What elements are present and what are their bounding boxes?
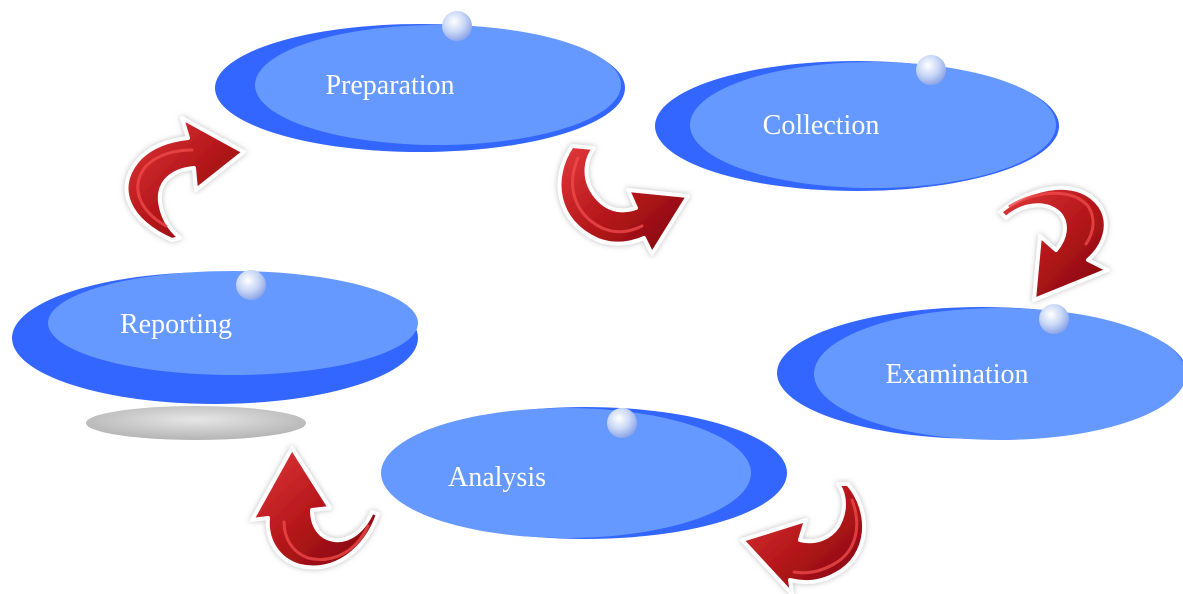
stage-collection-label: Collection — [763, 110, 880, 141]
curved-arrow-icon — [998, 185, 1110, 302]
stage-preparation-face — [255, 25, 621, 145]
stage-reporting: Reporting — [12, 270, 418, 404]
stage-analysis-label: Analysis — [448, 462, 546, 493]
curved-arrow-icon — [557, 144, 690, 256]
stage-preparation: Preparation — [215, 11, 625, 152]
curved-arrow-icon — [250, 446, 380, 570]
stage-examination-face — [814, 308, 1183, 440]
bead-icon — [1039, 304, 1069, 334]
curved-arrow-icon — [740, 482, 867, 594]
stage-reporting-face — [48, 271, 418, 375]
bead-icon — [442, 11, 472, 41]
bead-icon — [916, 55, 946, 85]
curved-arrow-icon — [124, 116, 246, 242]
bead-icon — [236, 270, 266, 300]
stage-examination-label: Examination — [885, 359, 1028, 390]
stage-analysis: Analysis — [381, 407, 787, 539]
stage-examination: Examination — [777, 304, 1183, 440]
stage-reporting-label: Reporting — [120, 309, 232, 340]
bead-icon — [607, 408, 637, 438]
stage-preparation-label: Preparation — [325, 70, 454, 101]
stage-analysis-face — [381, 408, 751, 538]
reporting-shadow — [86, 406, 306, 440]
stage-collection-face — [690, 62, 1056, 188]
stage-collection: Collection — [655, 55, 1059, 191]
